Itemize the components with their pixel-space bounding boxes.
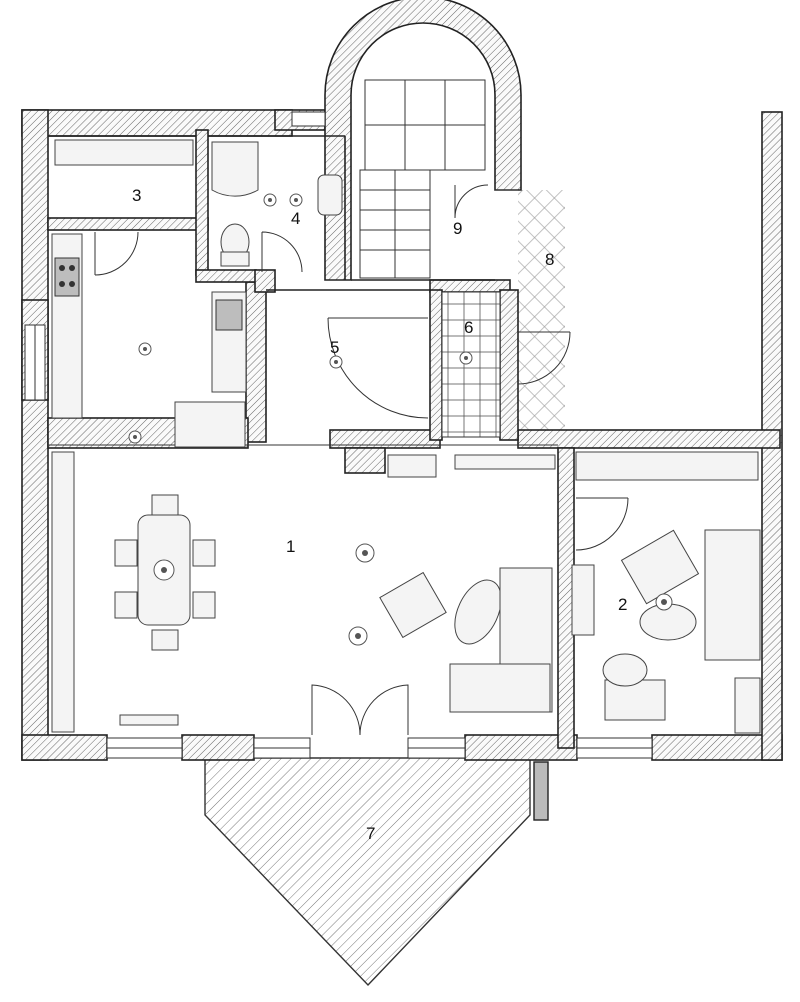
room-label-7: 7 <box>366 824 375 843</box>
windows <box>24 111 653 759</box>
room-label-1: 1 <box>286 537 295 556</box>
room-label-2: 2 <box>618 595 627 614</box>
bathroom-fixtures <box>211 141 343 273</box>
hall-fixtures <box>327 291 571 438</box>
room-label-4: 4 <box>291 209 300 228</box>
room-label-6: 6 <box>464 318 473 337</box>
walls <box>21 0 783 761</box>
terrace-post <box>533 761 549 821</box>
storage-shelf <box>54 139 194 166</box>
kitchen <box>51 231 247 448</box>
bedroom <box>571 451 761 734</box>
living-room <box>51 451 556 736</box>
room-labels: 1 2 3 4 5 6 7 8 9 <box>132 186 627 843</box>
room-label-9: 9 <box>453 219 462 238</box>
room-label-5: 5 <box>330 338 339 357</box>
interior-lines <box>48 135 558 446</box>
room-label-3: 3 <box>132 186 141 205</box>
porch-area <box>518 190 565 430</box>
room-label-8: 8 <box>545 250 554 269</box>
terrace <box>204 757 531 987</box>
staircase <box>359 79 489 279</box>
